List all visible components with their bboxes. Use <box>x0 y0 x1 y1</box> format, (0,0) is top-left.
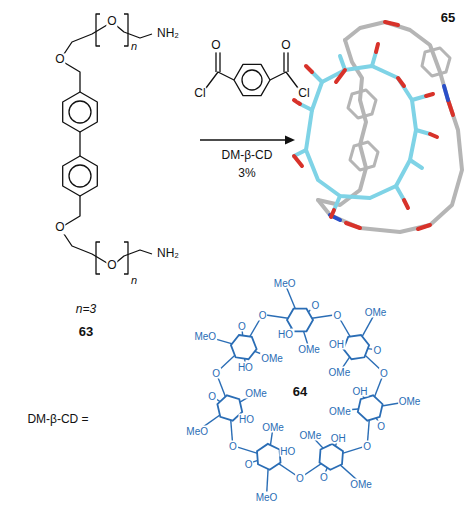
bond <box>206 72 234 88</box>
oxygen-atom: O <box>54 221 65 234</box>
glucose-ring <box>257 444 281 470</box>
benzene-model <box>422 48 450 76</box>
amine-group: NH₂ <box>156 247 180 260</box>
oxygen-atom: O <box>210 39 221 52</box>
chlorine-atom: Cl <box>297 87 310 100</box>
atom-label: OH <box>352 385 369 396</box>
atom-label: MeO <box>185 426 209 437</box>
atom-label: HO <box>279 445 296 456</box>
reagent-label: DM-β-CD <box>221 149 274 162</box>
arrow-head <box>285 136 295 145</box>
repeat-index: n <box>130 274 138 286</box>
repeat-index: n <box>130 40 138 52</box>
aromatic-circle <box>69 165 91 187</box>
atom-label: MeO <box>193 331 217 342</box>
compound-number: 64 <box>292 385 308 399</box>
glucose-ring <box>320 444 344 470</box>
atom-label: OMe <box>261 421 285 432</box>
atom-label: O <box>379 367 389 378</box>
repeat-count: n=3 <box>75 303 97 316</box>
atom-label: HO <box>277 328 294 339</box>
atom-label: OH <box>330 433 347 444</box>
oxygen-atom: O <box>106 15 117 28</box>
oxygen-atom: O <box>106 259 117 272</box>
atom-label: OMe <box>328 405 352 416</box>
reaction-arrow <box>200 139 287 141</box>
biphenyl-model <box>350 142 378 170</box>
double-bond <box>283 52 284 72</box>
chlorine-atom: Cl <box>193 87 206 100</box>
glucose-ring <box>358 395 383 420</box>
atom-label: O <box>258 309 268 320</box>
atom-label: O <box>244 458 254 469</box>
atom-label: MeO <box>255 491 279 502</box>
glucose-ring <box>343 335 369 359</box>
double-bond <box>219 52 220 72</box>
benzene-ring <box>63 156 98 196</box>
atom-label: OMe <box>297 344 321 355</box>
compound-number: 63 <box>78 325 94 339</box>
glucose-ring <box>231 335 257 359</box>
atom-label: O <box>207 391 217 402</box>
atom-label: OH <box>328 339 345 350</box>
repeat-bracket <box>96 14 128 46</box>
chain-bonds <box>60 196 152 266</box>
repeat-bracket <box>96 242 128 274</box>
atom-label: OMe <box>299 429 323 440</box>
atom-label: OMe <box>328 367 352 378</box>
cyclodextrin-substituents <box>294 52 430 210</box>
atom-label: O <box>332 309 342 320</box>
atom-label: OMe <box>260 353 284 364</box>
amine-group: NH₂ <box>156 27 180 40</box>
atom-label: O <box>295 473 305 484</box>
yield-label: 3% <box>237 167 256 180</box>
atom-label: HO <box>237 362 254 373</box>
bond <box>79 132 80 156</box>
oxygen-atom: O <box>280 39 291 52</box>
nitrogen-model <box>330 86 448 220</box>
atom-label: HO <box>238 414 255 425</box>
atom-label: MeO <box>273 278 297 289</box>
atom-label: OMe <box>398 396 422 407</box>
biphenyl-model <box>348 90 376 118</box>
atom-label: OMe <box>244 387 268 398</box>
atom-label: O <box>372 344 382 355</box>
benzene-ring <box>63 92 98 132</box>
compound-number: 65 <box>440 11 456 25</box>
benzene-ring <box>234 64 270 95</box>
atom-label: O <box>376 421 386 432</box>
atom-label: O <box>211 367 221 378</box>
oxygen-atom: O <box>54 53 65 66</box>
double-bond <box>287 52 288 72</box>
atom-label: O <box>228 440 238 451</box>
bond <box>270 72 298 88</box>
chain-bonds <box>60 22 152 92</box>
aromatic-circle <box>69 101 91 123</box>
aromatic-circle <box>242 70 262 90</box>
atom-label: OMe <box>349 478 373 489</box>
atom-label: OMe <box>364 307 388 318</box>
atom-label: O <box>319 471 329 482</box>
cyclodextrin-oxygens <box>294 44 437 217</box>
atom-label: O <box>237 321 247 332</box>
definition-label: DM-β-CD = <box>26 413 89 426</box>
atom-label: O <box>310 300 320 311</box>
cyclodextrin-model <box>306 66 416 198</box>
atom-label: O <box>362 440 372 451</box>
double-bond <box>215 52 216 72</box>
